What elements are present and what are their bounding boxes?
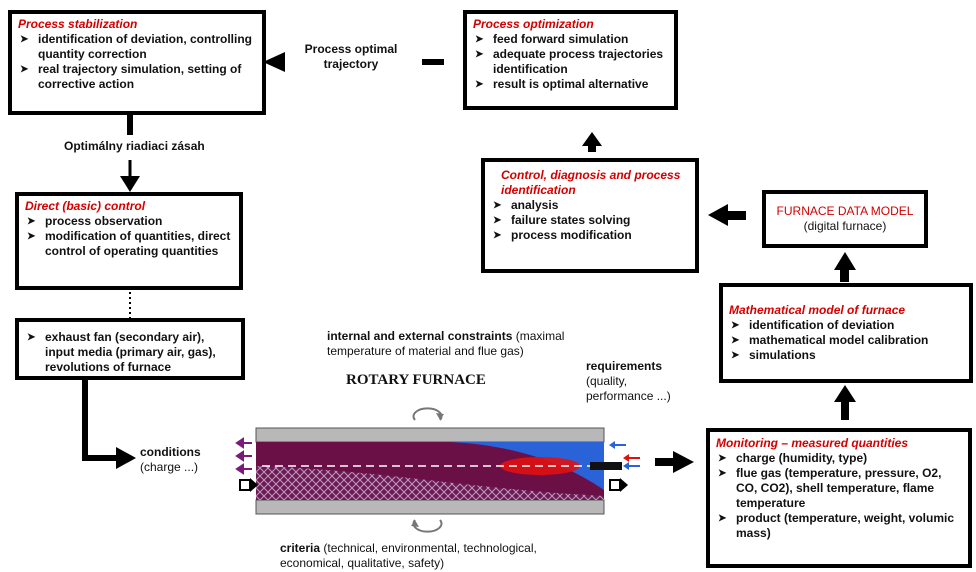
control-inputs-box: exhaust fan (secondary air), input media… [15,318,245,380]
mathematical-model-list: identification of deviation mathematical… [729,318,963,363]
list-item: identification of deviation [729,318,963,333]
optimization-dash [422,59,444,65]
mathematical-model-box: Mathematical model of furnace identifica… [719,283,973,383]
criteria-bold: criteria [280,541,321,555]
furnace-shell-bottom [255,499,605,515]
data-model-shaft [726,211,746,220]
criteria-detail: (technical, environmental, technological… [280,541,537,570]
conditions-arrowhead [116,447,136,469]
list-item: mathematical model calibration [729,333,963,348]
list-item: feed forward simulation [473,32,668,47]
constraints-bold: internal and external constraints [327,329,513,343]
list-item: process observation [25,214,233,229]
furnace-data-model-subtitle: (digital furnace) [803,219,887,233]
stabilization-line [127,113,133,135]
exhaust-arrows [235,437,252,475]
direct-control-title: Direct (basic) control [25,199,146,213]
math-up-shaft [840,268,849,282]
list-item: analysis [491,198,689,213]
requirements-label: requirements (quality, performance ...) [586,359,686,404]
direct-control-list: process observation modification of quan… [25,214,233,259]
math-model-arrowhead [834,385,856,402]
list-item: simulations [729,348,963,363]
mathematical-model-title: Mathematical model of furnace [729,303,906,317]
monitoring-title: Monitoring – measured quantities [716,436,909,450]
conditions-detail: (charge ...) [140,460,199,474]
monitoring-arrowhead [673,451,694,473]
constraints-detail: (maximal temperature of material and flu… [327,329,565,358]
furnace-shell-top [255,427,605,443]
rotary-furnace-drawing [235,407,640,533]
process-stabilization-title: Process stabilization [18,17,138,31]
criteria-label: criteria (technical, environmental, tech… [280,541,570,571]
monitoring-list: charge (humidity, type) flue gas (temper… [716,451,962,541]
control-diagnosis-title: Control, diagnosis and process identific… [501,168,681,197]
monitoring-box: Monitoring – measured quantities charge … [706,428,972,568]
burner-inlet-arrows [609,441,640,470]
list-item: charge (humidity, type) [716,451,962,466]
intervention-arrowhead [120,176,140,192]
conditions-label: conditions (charge ...) [140,445,230,475]
optimal-intervention-label: Optimálny riadiaci zásah [64,139,205,153]
process-stabilization-list: identification of deviation, controlling… [18,32,256,92]
product-outlet-arrow [609,478,628,492]
process-stabilization-box: Process stabilization identification of … [8,10,266,115]
list-item: result is optimal alternative [473,77,668,92]
process-optimization-list: feed forward simulation adequate process… [473,32,668,92]
list-item: modification of quantities, direct contr… [25,229,233,259]
furnace-data-model-box: FURNACE DATA MODEL (digital furnace) [762,190,928,248]
monitoring-shaft [655,458,675,466]
direct-control-box: Direct (basic) control process observati… [15,192,243,290]
furnace-data-model-title: FURNACE DATA MODEL [776,204,914,218]
data-model-arrowhead [834,252,856,270]
list-item: exhaust fan (secondary air), input media… [25,330,235,375]
monitoring-up-shaft [841,400,849,420]
list-item: failure states solving [491,213,689,228]
requirements-bold: requirements [586,359,663,373]
list-item: identification of deviation, controlling… [18,32,256,62]
burner-pipe [590,462,622,470]
control-arrowhead [708,204,728,226]
list-item: real trajectory simulation, setting of c… [18,62,256,92]
conditions-bold: conditions [140,445,201,459]
furnace-material-bed [256,466,604,500]
optimal-trajectory-label: Process optimal trajectory [304,42,398,71]
control-diagnosis-box: Control, diagnosis and process identific… [481,158,699,273]
charge-inlet-arrow [239,478,258,492]
list-item: product (temperature, weight, volumic ma… [716,511,962,541]
trajectory-arrowhead [263,52,285,72]
list-item: process modification [491,228,689,243]
process-optimization-box: Process optimization feed forward simula… [463,10,678,110]
constraints-label: internal and external constraints (maxim… [327,329,567,359]
conditions-connector [82,378,118,461]
optimization-arrowhead [582,132,602,146]
process-optimization-title: Process optimization [473,17,594,31]
rotary-furnace-title: ROTARY FURNACE [346,372,486,388]
control-inputs-list: exhaust fan (secondary air), input media… [25,330,235,375]
list-item: flue gas (temperature, pressure, O2, CO,… [716,466,962,511]
list-item: adequate process trajectories identifica… [473,47,668,77]
requirements-detail: (quality, performance ...) [586,374,671,403]
control-diagnosis-list: analysis failure states solving process … [491,198,689,243]
